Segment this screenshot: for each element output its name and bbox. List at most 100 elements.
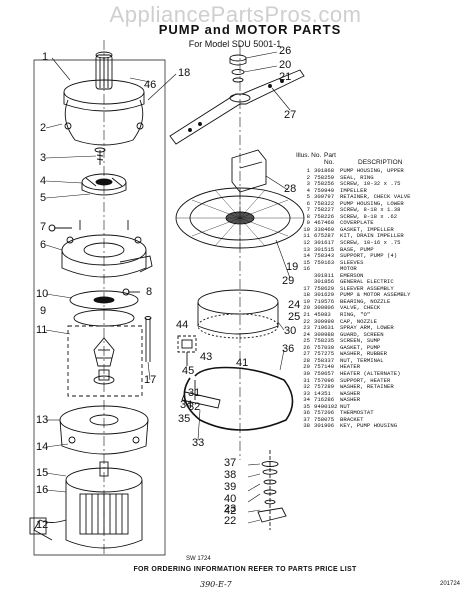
illus-no-cell: 12 (303, 239, 310, 247)
callout-7: 7 (40, 221, 47, 233)
part-no-cell: 467460 (314, 219, 335, 227)
description-cell: SCREW, 8-18 x .62 (340, 212, 398, 220)
corner-code: 201724 (440, 581, 461, 587)
part-no-cell: 758235 (314, 337, 335, 345)
illus-no-cell: 10 (303, 225, 310, 233)
part-no-cell: 301811 (314, 271, 335, 279)
description-cell: BASE, PUMP (340, 245, 374, 253)
part-no-cell: 757206 (314, 409, 335, 417)
callout-37: 37 (224, 457, 237, 469)
illus-no-cell: 21 (303, 311, 310, 319)
part-no-cell: 757275 (314, 350, 335, 358)
description-cell: PUMP HOUSING, UPPER (340, 167, 404, 174)
illus-no-cell: 38 (303, 422, 310, 430)
part-no-cell: 758256 (314, 180, 335, 188)
illus-no-cell: 9 (306, 219, 310, 227)
table-row: 30 759657 HEATER (ALTERNATE) (296, 369, 468, 378)
illus-no-cell: 26 (303, 343, 310, 351)
callout-5: 5 (40, 192, 47, 204)
illus-no-cell: 33 (303, 389, 310, 397)
part-no-cell: 758227 (314, 206, 335, 214)
callout-19: 19 (286, 261, 299, 273)
description-cell: COVERPLATE (340, 219, 374, 227)
callout-25: 25 (288, 311, 301, 323)
description-cell: PUMP & MOTOR ASSEMBLY (340, 291, 411, 299)
part-no-cell: 45083 (314, 311, 331, 319)
illus-no-cell: 3 (306, 180, 310, 188)
callout-45: 45 (182, 365, 195, 377)
callout-36: 36 (282, 343, 295, 355)
part-no-cell: 301515 (314, 245, 335, 253)
table-row: 3 758256 SCREW, 10-32 x .75 (296, 181, 468, 188)
thermostat-part (177, 335, 197, 366)
illus-no-cell: 4 (306, 186, 310, 194)
part-no-cell: 757030 (314, 343, 335, 351)
description-cell: KIT, DRAIN IMPELLER (340, 232, 404, 240)
screw-part-8 (122, 288, 140, 296)
illus-no-cell: 27 (303, 350, 310, 358)
description-cell: SCREW, 10-32 x .75 (340, 180, 401, 188)
description-cell: BEARING, NOZZLE (340, 297, 391, 305)
description-cell: RING, "O" (340, 311, 371, 319)
illus-no-cell: 19 (303, 297, 310, 305)
callout-30: 30 (284, 325, 297, 337)
illus-no-cell: 32 (303, 383, 310, 391)
illus-no-cell: 30 (303, 369, 310, 377)
callout-16: 16 (36, 484, 49, 496)
part-no-cell: 757096 (314, 376, 335, 384)
description-cell: HEATER (ALTERNATE) (340, 369, 401, 377)
pump-housing-lower-part (61, 220, 153, 278)
part-no-cell: 758075 (314, 415, 335, 423)
callout-39: 39 (224, 481, 237, 493)
callout-33: 33 (192, 437, 205, 449)
callout-41: 41 (236, 357, 249, 369)
callout-32: 32 (188, 401, 201, 413)
description-cell: SLEEVES (340, 258, 364, 266)
description-cell: MOTOR (340, 265, 357, 273)
illus-no-cell: 23 (303, 324, 310, 332)
part-no-cell: 758322 (314, 199, 335, 207)
description-cell: PUMP HOUSING, LOWER (340, 199, 404, 207)
illus-no-cell: 22 (303, 317, 310, 325)
callout-10: 10 (36, 288, 49, 300)
table-row: 26 757030 GASKET, PUMP (296, 343, 468, 352)
illus-no-header: Illus. No. (296, 152, 322, 159)
part-no-cell: 759657 (314, 369, 335, 377)
description-cell: WASHER (340, 396, 361, 404)
description-cell: WASHER (340, 389, 361, 397)
callout-34: 34 (180, 399, 193, 411)
description-cell: IMPELLER (340, 186, 367, 194)
callout-21: 21 (279, 71, 292, 83)
description-cell: BRACKET (340, 415, 364, 423)
callout-8: 8 (146, 286, 153, 298)
handwritten-note: 390-E-7 (200, 580, 232, 589)
callout-17: 17 (144, 374, 157, 386)
callout-26: 26 (279, 45, 292, 57)
illus-no-cell: 11 (303, 232, 310, 240)
description-cell: SUPPORT, HEATER (340, 376, 391, 384)
callout-4: 4 (40, 175, 47, 187)
description-cell: SCREW, 8-18 x 1.38 (340, 206, 401, 214)
callout-44: 44 (176, 319, 189, 331)
description-cell: GASKET, PUMP (340, 343, 381, 351)
callout-18: 18 (178, 67, 191, 79)
description-cell: THERMOSTAT (340, 409, 374, 417)
callout-6: 6 (40, 239, 47, 251)
